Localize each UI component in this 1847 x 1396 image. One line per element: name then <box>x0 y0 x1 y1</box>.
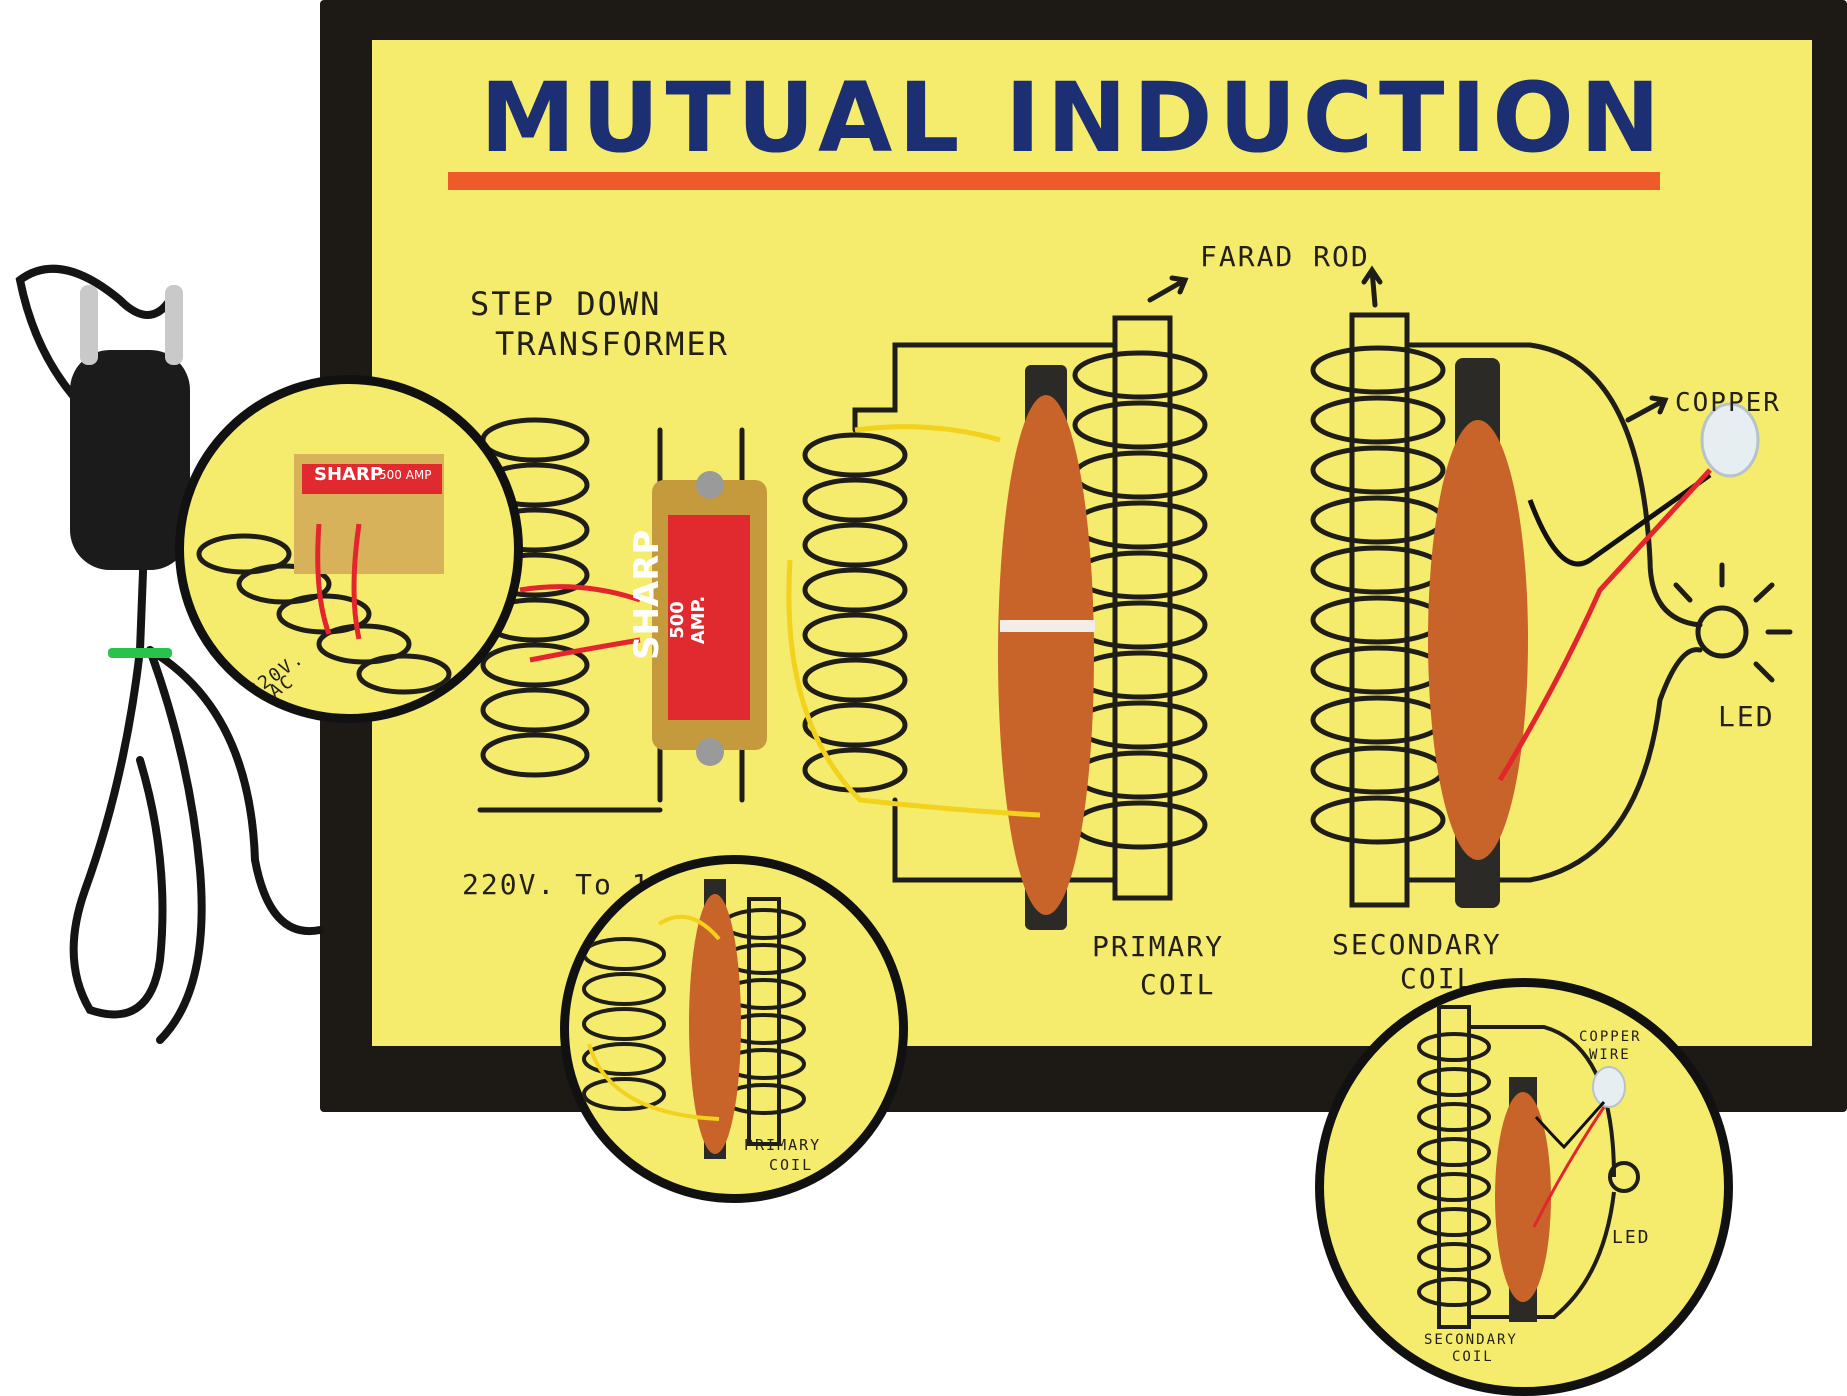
power-cord <box>15 264 324 1044</box>
arrow-farad-left <box>1147 275 1189 303</box>
primary-coil-drawing <box>1072 315 1208 901</box>
transformer-body <box>652 471 767 766</box>
wires <box>519 424 1712 818</box>
power-plug <box>70 285 190 658</box>
arrow-copper <box>1625 395 1669 423</box>
arrow-farad-right <box>1361 265 1383 308</box>
transformer-rating: 500 AMP. <box>667 595 709 645</box>
title-underline <box>448 172 1660 190</box>
zoom-label-primary-coil: COIL <box>769 1156 814 1174</box>
poster-title: MUTUAL INDUCTION <box>480 62 1667 174</box>
label-primary-coil: COIL <box>1140 968 1216 1001</box>
label-step-down: STEP DOWN <box>470 285 662 323</box>
led-bulb <box>1700 402 1760 478</box>
transformer-label: SHARP 500 AMP. <box>627 529 797 660</box>
zoom-label-secondary-coil: COIL <box>1452 1349 1494 1365</box>
zoom-transformer-brand: SHARP <box>314 464 384 485</box>
zoom-label-copper: COPPER <box>1579 1029 1642 1045</box>
led-sun-drawing <box>1673 562 1793 683</box>
label-farad-rod: FARAD ROD <box>1200 240 1370 273</box>
zoom-circle-primary: PRIMARY COIL <box>560 855 908 1203</box>
zoom-circle-secondary: COPPER WIRE LED SECONDARY COIL <box>1315 978 1733 1396</box>
zoom-label-secondary: SECONDARY <box>1424 1332 1518 1348</box>
zoom-label-led: LED <box>1612 1227 1651 1248</box>
secondary-copper-coil <box>1428 358 1528 908</box>
label-primary: PRIMARY <box>1092 930 1225 963</box>
zoom-transformer-rating: 500 AMP <box>379 468 432 482</box>
label-led: LED <box>1718 700 1775 733</box>
zoom-circle-transformer: SHARP 500 AMP 220V. AC <box>175 375 523 723</box>
label-copper: COPPER <box>1675 388 1781 418</box>
zoom-label-wire: WIRE <box>1589 1047 1631 1063</box>
zoom-label-primary: PRIMARY <box>744 1136 822 1154</box>
label-secondary: SECONDARY <box>1332 928 1502 961</box>
primary-copper-coil <box>998 365 1095 930</box>
transformer-brand: SHARP <box>627 529 667 660</box>
label-transformer: TRANSFORMER <box>495 325 729 363</box>
